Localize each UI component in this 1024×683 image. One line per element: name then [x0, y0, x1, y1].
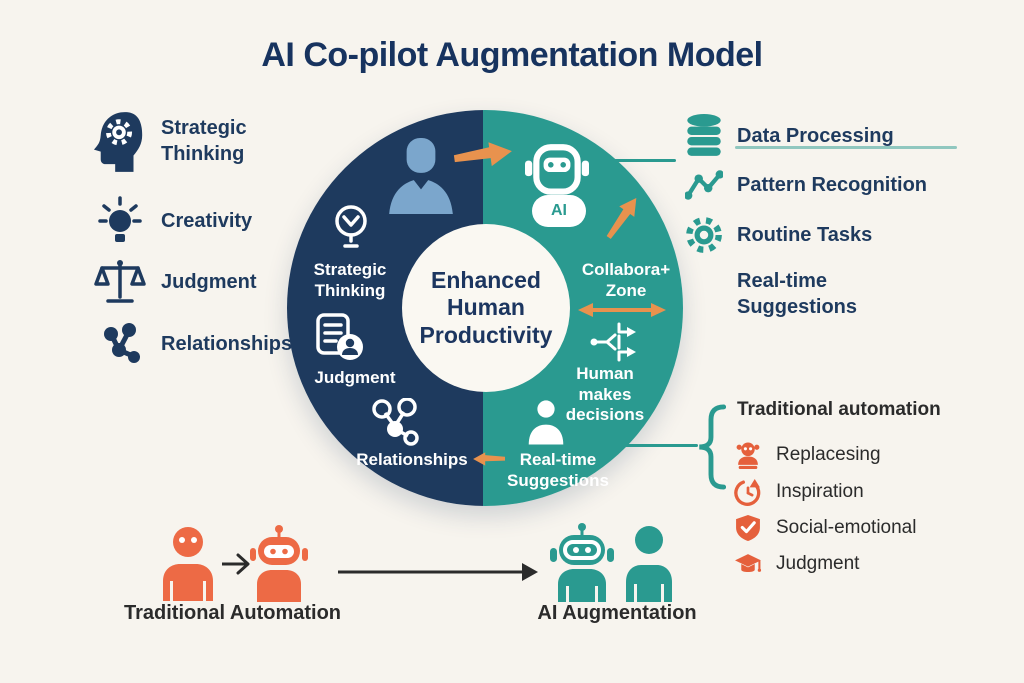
curly-brace [694, 404, 727, 495]
arrow-right-icon [450, 139, 518, 177]
callout-item-replacesing: Replacesing [734, 441, 881, 469]
robot-head-icon [525, 144, 589, 203]
ai-badge-label: AI [551, 202, 567, 219]
feature-label: Creativity [161, 210, 253, 232]
donut-chart: AI Strategic Thinking Collabora+ Zone [287, 110, 683, 506]
arrow-diagonal-icon [600, 191, 649, 246]
callout-item-inspiration: Inspiration [734, 478, 864, 506]
donut-center: Enhanced Human Productivity [402, 224, 570, 392]
right-feature-data-processing: Data Processing [684, 113, 894, 159]
left-feature-creativity: Creativity [92, 196, 252, 246]
feature-label: Relationships [161, 333, 293, 355]
feature-label: Routine Tasks [737, 224, 873, 246]
callout-label: Social-emotional [776, 517, 917, 538]
arrow-double-icon [577, 302, 667, 323]
ai-augmentation-label: AI Augmentation [537, 602, 697, 624]
arrow-long-black-icon [338, 558, 538, 591]
feature-label: Strategic Thinking [161, 117, 247, 165]
donut-label-human-decisions: Human makes decisions [565, 364, 645, 425]
feature-label: Judgment [161, 271, 257, 293]
connector-underline [735, 146, 957, 149]
callout-label: Replacesing [776, 444, 881, 465]
callout-item-judgment: Judgment [734, 550, 859, 578]
callout-label: Inspiration [776, 481, 864, 502]
callout-item-social-emotional: Social-emotional [734, 514, 916, 542]
pattern-line-icon [684, 168, 724, 202]
graduation-cap-icon [734, 550, 762, 578]
connector-line-top [614, 159, 676, 162]
left-feature-strategic-thinking: Strategic Thinking [92, 110, 247, 172]
left-feature-relationships: Relationships [92, 320, 292, 368]
robot-teal-icon [550, 522, 614, 607]
callout-header: Traditional automation [737, 399, 941, 420]
donut-label-strategic-thinking: Strategic Thinking [313, 260, 387, 300]
donut-label-relationships: Relationships [356, 450, 468, 469]
center-label: Enhanced Human Productivity [419, 266, 553, 348]
feature-label: Pattern Recognition [737, 174, 928, 196]
decision-branch-icon [589, 318, 639, 371]
shield-check-icon [734, 514, 762, 542]
donut-label-judgment: Judgment [314, 368, 396, 387]
connector-line-bottom [608, 444, 698, 447]
arrow-short-black-icon [222, 550, 254, 583]
refresh-clock-icon [734, 478, 762, 506]
right-feature-routine-tasks: Routine Tasks [684, 215, 872, 255]
feature-label: Data Processing [737, 125, 894, 147]
traditional-automation-label: Traditional Automation [123, 602, 342, 624]
idea-bulb-icon [333, 204, 369, 257]
donut-label-collaboration-zone: Collabora+ Zone [581, 260, 671, 300]
relationships-molecule-icon [370, 397, 420, 451]
right-feature-pattern-recognition: Pattern Recognition [684, 168, 927, 202]
donut-label-realtime: Real-time Suggestions [506, 450, 609, 490]
database-icon [684, 113, 724, 159]
left-feature-judgment: Judgment [92, 258, 257, 306]
human-silhouette-icon [387, 138, 455, 219]
robot-figure-icon [734, 441, 762, 469]
robot-orange-icon [250, 524, 308, 607]
network-nodes-icon [92, 320, 148, 368]
balance-scales-icon [92, 258, 148, 306]
person-orange-icon [157, 527, 219, 606]
person-teal-icon [622, 526, 676, 607]
head-gear-icon [92, 110, 148, 172]
callout-label: Judgment [776, 553, 860, 574]
page-title: AI Co-pilot Augmentation Model [261, 36, 763, 74]
gear-icon [684, 215, 724, 255]
right-feature-realtime-suggestions: Real-time Suggestions [737, 270, 858, 318]
judgment-doc-icon [316, 313, 364, 368]
person-outline-icon [527, 398, 565, 451]
lightbulb-rays-icon [92, 196, 148, 246]
arrow-left-icon [472, 448, 505, 475]
ai-badge: AI [532, 195, 586, 227]
